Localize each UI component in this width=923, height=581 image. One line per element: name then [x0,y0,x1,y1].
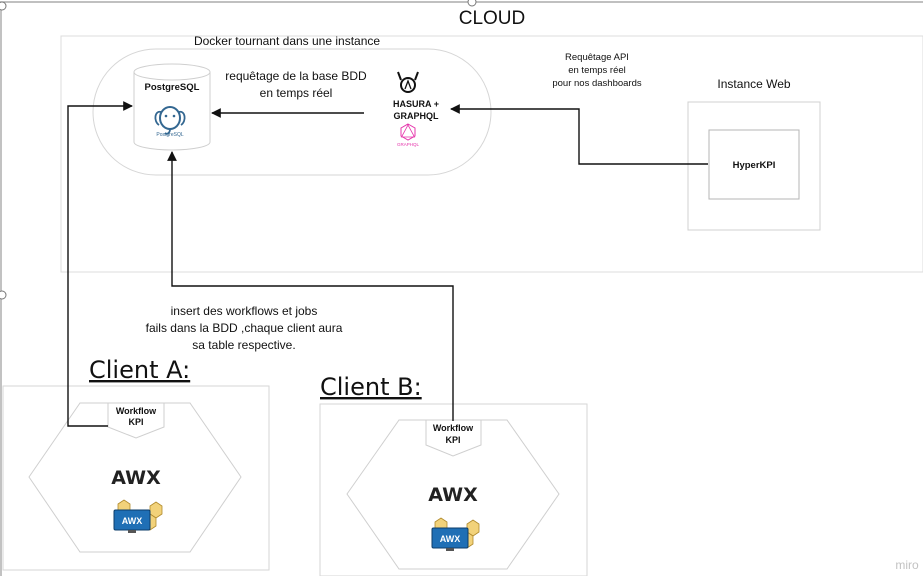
client-b-tag-line1: Workflow [433,423,474,433]
hasura-line1: HASURA + [393,99,439,109]
api-label-line2: en temps réel [568,65,626,76]
insert-label-line1: insert des workflows et jobs [171,304,318,318]
awx-icon [431,517,480,551]
postgresql-logo-text: PostgreSQL [156,132,183,138]
query-db-label-line2: en temps réel [260,86,333,100]
client-b-hexagon [346,419,560,570]
client-a-product: AWX [111,467,161,489]
api-label-line3: pour nos dashboards [552,78,642,89]
client-b-workflow-tag [425,419,482,457]
docker-instance-box [60,35,923,273]
docker-pill [92,48,492,176]
elephant-icon [154,106,186,135]
client-b-product: AWX [428,484,478,506]
client-a-hexagon [28,402,242,553]
graphql-icon [400,123,416,141]
hasura-line2: GRAPHQL [394,111,440,121]
client-a-title: Client A: [89,356,190,384]
client-a-box [2,385,270,571]
postgresql-title: PostgreSQL [145,82,200,93]
client-b-title: Client B: [320,373,422,401]
cloud-label: CLOUD [459,8,526,29]
miro-watermark: miro [895,558,919,572]
hyperkpi-box [708,129,800,200]
query-db-label-line1: requêtage de la base BDD [225,69,367,83]
insert-label-line2: fails dans la BDD ,chaque client aura [146,321,343,335]
awx-icon [113,499,163,533]
hasura-graphql-icon [397,71,419,93]
hyperkpi-label: HyperKPI [733,160,776,171]
client-a-tag-line1: Workflow [116,406,157,416]
client-a-workflow-tag [107,402,165,439]
insert-label-line3: sa table respective. [192,338,295,352]
client-b-tag-line2: KPI [445,435,460,445]
docker-label: Docker tournant dans une instance [194,34,380,48]
instance-web-box [687,101,821,231]
arrow-hyperkpi-to-hasura [450,104,708,165]
api-label-line1: Requêtage API [565,52,629,63]
arrow-client-a-to-postgres [67,101,133,427]
arrow-client-b-to-postgres [167,151,454,421]
client-a-tag-line2: KPI [128,417,143,427]
graphql-logo-text: GRAPHQL [397,142,420,147]
client-b-awx-icon-text: AWX [440,534,461,544]
instance-web-title: Instance Web [717,77,790,91]
client-a-awx-icon-text: AWX [122,516,143,526]
